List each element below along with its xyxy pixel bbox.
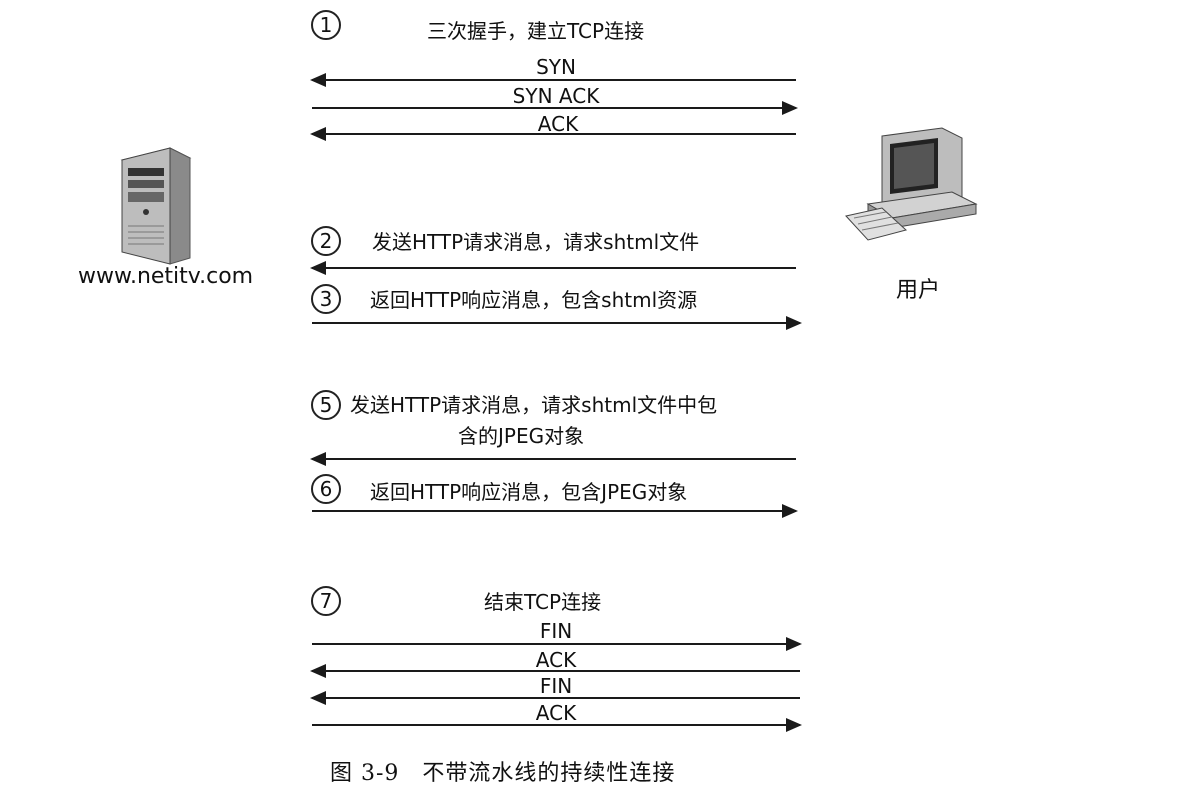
teardown-ack-2-label: ACK (535, 701, 577, 725)
step-3-arrow (312, 316, 802, 330)
step-5-badge: 5 (311, 390, 341, 420)
step-6-title: 返回HTTP响应消息，包含JPEG对象 (370, 480, 688, 504)
step-3-badge: 3 (311, 284, 341, 314)
teardown-ack-1-arrow (310, 664, 800, 678)
step-1-badge: 1 (311, 10, 341, 40)
teardown-fin-1-arrow (312, 637, 802, 651)
step-3-title: 返回HTTP响应消息，包含shtml资源 (370, 288, 698, 312)
step-2-title: 发送HTTP请求消息，请求shtml文件 (372, 230, 700, 254)
step-5-title-line1: 发送HTTP请求消息，请求shtml文件中包 (350, 393, 718, 417)
handshake-syn-arrow (310, 73, 796, 87)
step-2-arrow (310, 261, 796, 275)
computer-icon (845, 127, 978, 241)
teardown-fin-2-arrow (310, 691, 800, 705)
step-5-title-line2: 含的JPEG对象 (458, 424, 585, 448)
teardown-fin-1-label: FIN (539, 619, 573, 643)
handshake-synack-label: SYN ACK (512, 84, 600, 108)
step-7-badge: 7 (311, 586, 341, 616)
server-icon (120, 147, 192, 265)
step-6-arrow (312, 504, 798, 518)
step-2-badge: 2 (311, 226, 341, 256)
step-1-title: 三次握手，建立TCP连接 (427, 19, 645, 43)
handshake-syn-label: SYN (536, 55, 576, 79)
teardown-ack-1-label: ACK (535, 648, 577, 672)
step-6-badge: 6 (311, 474, 341, 504)
teardown-fin-2-label: FIN (539, 674, 573, 698)
handshake-synack-arrow (312, 101, 798, 115)
handshake-ack-arrow (310, 127, 796, 141)
teardown-ack-2-arrow (312, 718, 802, 732)
handshake-ack-label: ACK (537, 112, 579, 136)
figure-caption: 图 3-9 不带流水线的持续性连接 (330, 761, 676, 786)
step-7-title: 结束TCP连接 (484, 590, 602, 614)
client-label: 用户 (896, 278, 941, 303)
step-5-arrow (310, 452, 796, 466)
server-label: www.netitv.com (78, 264, 254, 289)
